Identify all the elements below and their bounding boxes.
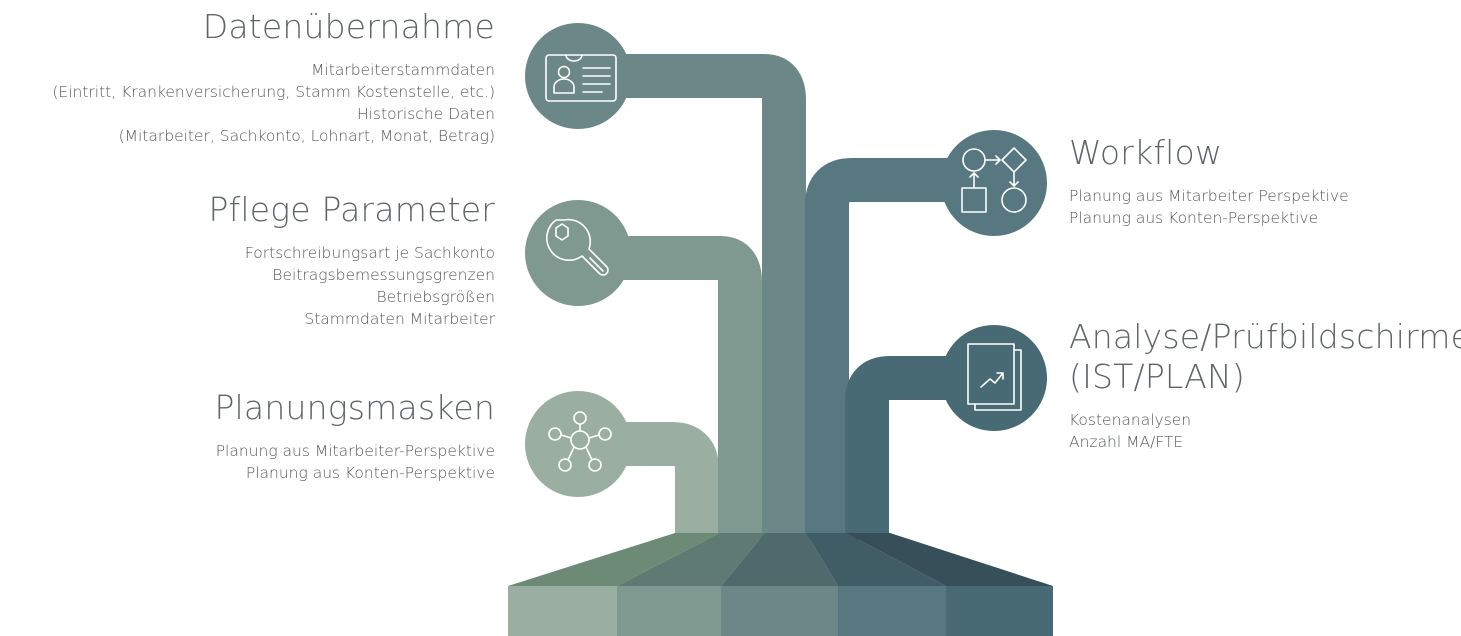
section-datenuebernahme: Datenübernahme Mitarbeiterstammdaten (Ei… [52, 7, 495, 147]
pipes [578, 54, 994, 540]
section-line: Planung aus Konten-Perspektive [245, 464, 495, 482]
pipe-datenuebernahme [578, 54, 806, 540]
circle-datenuebernahme [525, 23, 631, 129]
base-front [508, 586, 1053, 636]
flowchart-icon [961, 147, 1027, 213]
section-line: Historische Daten [356, 105, 495, 123]
section-line: Stammdaten Mitarbeiter [304, 310, 495, 328]
analytics-report-icon [967, 343, 1022, 411]
section-line: Fortschreibungsart je Sachkonto [244, 244, 495, 262]
section-title: Pflege Parameter [208, 190, 495, 229]
section-line: (Mitarbeiter, Sachkonto, Lohnart, Monat,… [118, 127, 495, 145]
circle-workflow [941, 130, 1047, 236]
network-hub-icon [548, 411, 612, 472]
section-title: Workflow [1069, 133, 1223, 172]
section-line: Planung aus Mitarbeiter Perspektive [1069, 187, 1349, 205]
section-line: (Eintritt, Krankenversicherung, Stamm Ko… [52, 83, 495, 101]
section-line: Kostenanalysen [1069, 411, 1192, 429]
section-title: Datenübernahme [202, 7, 495, 46]
pipe-workflow [805, 158, 994, 540]
pipe-analyse [845, 356, 994, 540]
section-line: Planung aus Mitarbeiter-Perspektive [215, 442, 495, 460]
section-line: Mitarbeiterstammdaten [311, 61, 495, 79]
section-planungsmasken: Planungsmasken Planung aus Mitarbeiter-P… [214, 388, 495, 484]
section-analyse: Analyse/Prüfbildschirme (IST/PLAN) Koste… [1069, 317, 1461, 453]
section-line: Beitragsbemessungsgrenzen [272, 266, 495, 284]
contact-card-icon [545, 54, 617, 102]
circle-planungsmasken [525, 391, 631, 497]
section-title: Analyse/Prüfbildschirme (IST/PLAN) [1069, 317, 1461, 396]
section-line: Anzahl MA/FTE [1069, 433, 1184, 451]
circle-pflege [525, 200, 631, 306]
section-workflow: Workflow Planung aus Mitarbeiter Perspek… [1069, 133, 1349, 229]
section-title: Planungsmasken [214, 388, 495, 427]
section-line: Betriebsgrößen [376, 288, 495, 306]
pipe-planungsmasken [578, 422, 719, 540]
pipe-pflege [578, 236, 762, 540]
wrench-icon [546, 218, 609, 276]
section-line: Planung aus Konten-Perspektive [1069, 209, 1319, 227]
base-top [508, 533, 1053, 586]
section-pflege-parameter: Pflege Parameter Fortschreibungsart je S… [209, 190, 495, 330]
